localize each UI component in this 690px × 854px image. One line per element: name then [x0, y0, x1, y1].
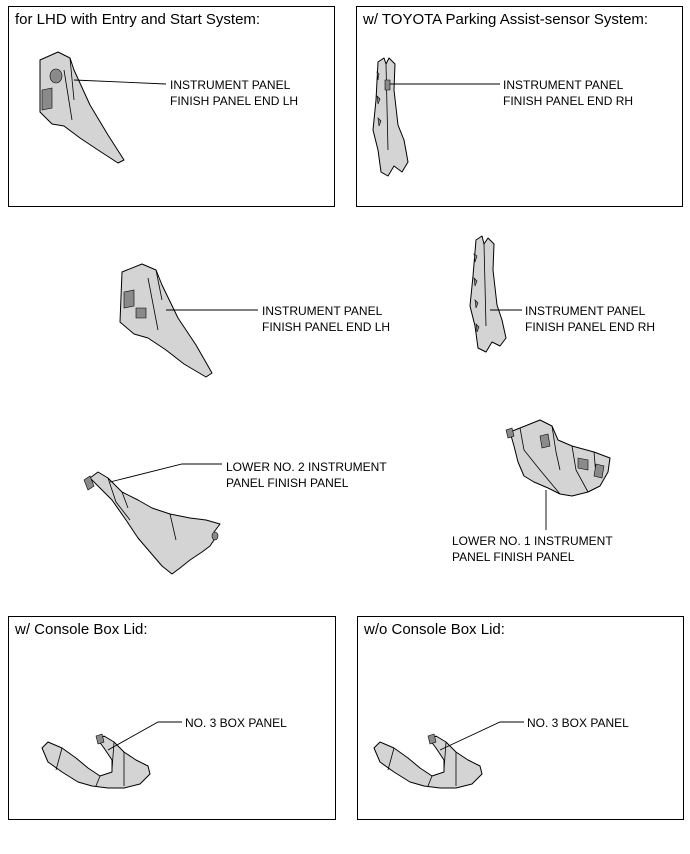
box-title: w/o Console Box Lid: — [364, 621, 505, 638]
box-without-console-lid: w/o Console Box Lid: — [357, 616, 684, 820]
finish-panel-end-rh-part-top — [372, 57, 409, 177]
box-parking-assist: w/ TOYOTA Parking Assist-sensor System: — [356, 6, 683, 207]
leader-line-lower-no2 — [109, 463, 222, 483]
lower-no2-finish-panel-part — [83, 471, 221, 575]
leader-line-no3-right — [439, 721, 524, 751]
finish-panel-end-lh-part — [119, 263, 213, 378]
leader-line-no3-left — [107, 721, 182, 751]
box-title: w/ Console Box Lid: — [15, 621, 148, 638]
box-with-console-lid: w/ Console Box Lid: — [8, 616, 336, 820]
label-no3-box-panel-right: NO. 3 BOX PANEL — [527, 716, 629, 730]
finish-panel-end-lh-part-top — [39, 51, 125, 164]
no3-box-panel-part-left — [41, 733, 151, 789]
box-title: for LHD with Entry and Start System: — [15, 11, 261, 28]
lower-no1-finish-panel-part — [505, 419, 611, 497]
no3-box-panel-part-right — [373, 733, 483, 789]
box-title: w/ TOYOTA Parking Assist-sensor System: — [363, 11, 649, 28]
label-no3-box-panel-left: NO. 3 BOX PANEL — [185, 716, 287, 730]
leader-line-end-lh-top — [73, 79, 167, 85]
finish-panel-end-rh-part — [469, 235, 507, 353]
